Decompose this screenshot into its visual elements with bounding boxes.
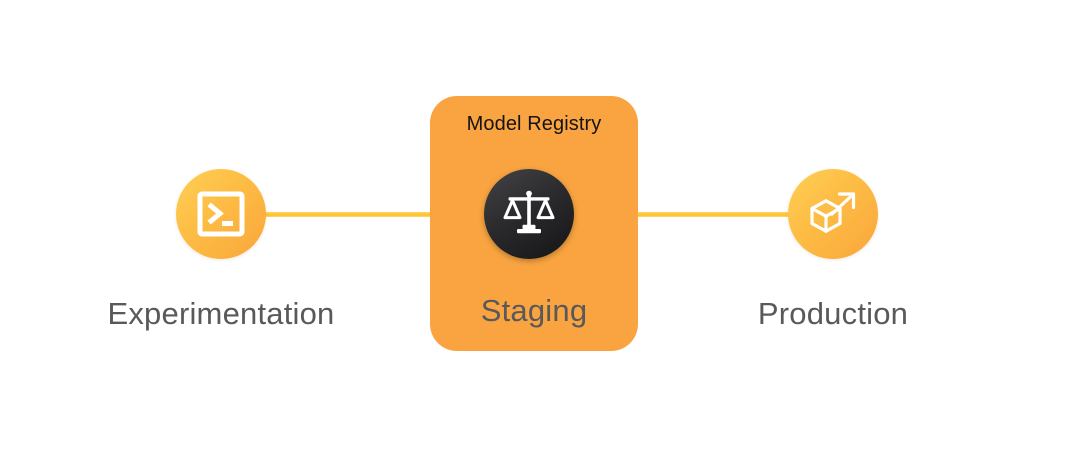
balance-scale-icon <box>502 187 556 241</box>
model-registry-node[interactable] <box>484 169 574 259</box>
staging-label: Staging <box>480 293 588 328</box>
experimentation-node[interactable] <box>176 169 266 259</box>
terminal-icon <box>195 188 247 240</box>
cube-arrow-icon <box>806 187 860 241</box>
production-node[interactable] <box>788 169 878 259</box>
model-registry-title: Model Registry <box>466 113 602 135</box>
production-label: Production <box>757 296 909 331</box>
experimentation-label: Experimentation <box>107 296 335 331</box>
